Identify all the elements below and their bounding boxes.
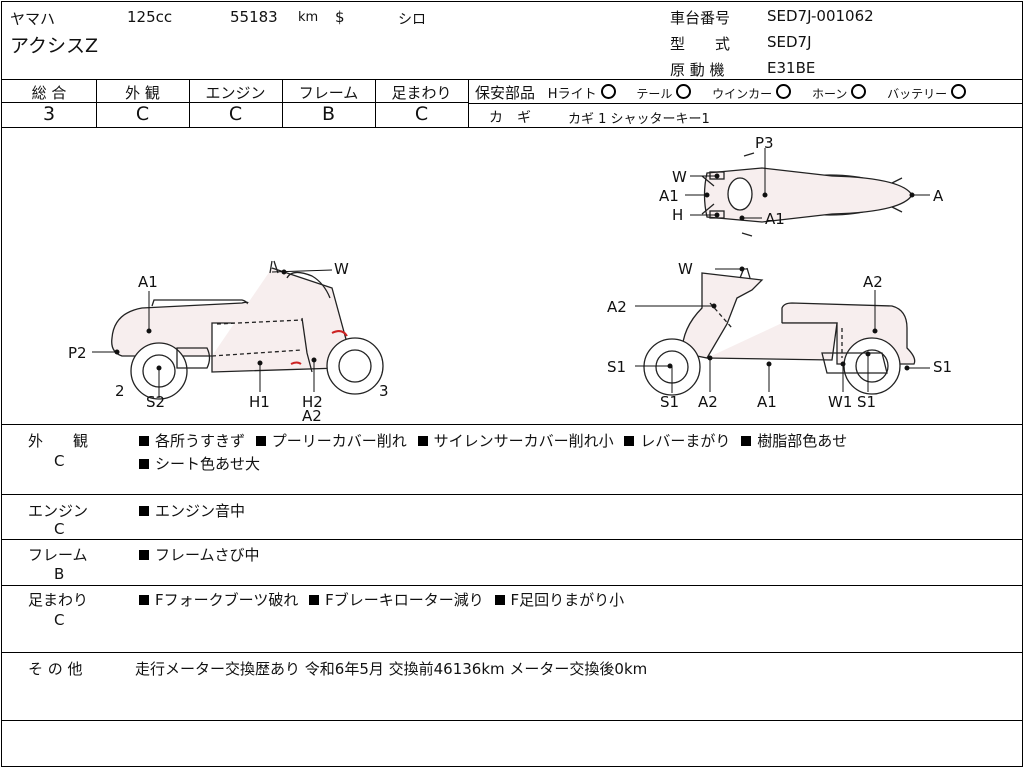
ok-circle-icon	[851, 84, 867, 99]
ok-circle-icon	[600, 84, 616, 99]
frame-no-label: 車台番号	[670, 9, 731, 27]
notes-items-engine: エンジン音中	[139, 500, 251, 521]
grade-overall: 3	[42, 103, 56, 125]
safety-parts-row: 保安部品 Hライト テール ウインカー ホーン バッテリー	[475, 82, 967, 103]
notes-category-engine: エンジン	[28, 502, 89, 520]
diagram-label: S1	[607, 358, 627, 376]
grade-header-exterior: 外 観	[125, 84, 160, 102]
displacement: 125cc	[127, 8, 173, 26]
notes-items-exterior-2: シート色あせ大	[139, 453, 266, 474]
bullet-square-icon	[139, 506, 149, 516]
diagram-label: P3	[755, 134, 774, 152]
type-value: SED7J	[767, 33, 812, 51]
grade-header-frame: フレーム	[298, 84, 359, 102]
grade-header-suspension: 足まわり	[391, 84, 452, 102]
diagram-label: W1	[828, 393, 853, 411]
diagram-label: A2	[698, 393, 718, 411]
diagram-label: S1	[933, 358, 953, 376]
bullet-square-icon	[741, 436, 752, 446]
key-label: カ ギ	[489, 110, 531, 126]
diagram-label: H	[672, 206, 684, 224]
diagram-label: H1	[249, 393, 270, 411]
model-name: アクシスZ	[10, 35, 99, 57]
diagram-label: S2	[146, 393, 166, 411]
diagram-label: A1	[757, 393, 777, 411]
diagram-label: W	[678, 260, 693, 278]
bullet-square-icon	[139, 550, 149, 560]
diagram-label: W	[672, 168, 687, 186]
grade-header-engine: エンジン	[205, 84, 266, 102]
grade-frame: B	[321, 103, 336, 125]
grade-exterior: C	[135, 103, 150, 125]
diagram-label: A1	[138, 273, 158, 291]
notes-category-suspension: 足まわり	[28, 591, 89, 609]
safety-horn: ホーン	[812, 84, 867, 101]
diagram-label: S1	[857, 393, 877, 411]
bullet-square-icon	[624, 436, 635, 446]
ok-circle-icon	[676, 84, 692, 99]
grade-suspension: C	[414, 103, 429, 125]
notes-items-frame: フレームさび中	[139, 544, 266, 565]
grade-engine: C	[228, 103, 243, 125]
notes-category-frame: フレーム	[28, 546, 88, 564]
scooter-damage-diagram	[92, 148, 930, 400]
safety-winker: ウインカー	[712, 84, 792, 101]
safety-tail: テール	[636, 84, 692, 101]
diagram-label: S1	[660, 393, 680, 411]
engine-value: E31BE	[767, 59, 816, 77]
safety-headlight: Hライト	[548, 84, 616, 102]
mileage-unit: km	[298, 10, 319, 25]
ok-circle-icon	[951, 84, 967, 99]
diagram-label: H2	[302, 393, 323, 411]
diagram-label: A	[933, 187, 944, 205]
left-side-scooter-drawing	[111, 260, 384, 400]
type-label: 型 式	[670, 35, 731, 53]
mileage: 55183	[230, 8, 278, 26]
frame-no: SED7J-001062	[767, 7, 874, 25]
diagram-label: A1	[659, 187, 679, 205]
bullet-square-icon	[494, 595, 505, 605]
diagram-label: A2	[302, 407, 322, 425]
key-value: カギ 1 シャッターキー1	[568, 112, 710, 127]
notes-items-exterior: 各所うすきず プーリーカバー削れ サイレンサーカバー削れ小 レバーまがり 樹脂部…	[139, 430, 853, 451]
bullet-square-icon	[139, 595, 149, 605]
notes-category-exterior: 外 観	[28, 432, 89, 450]
other-text: 走行メーター交換歴あり 令和6年5月 交換前46136km メーター交換後0km	[135, 660, 648, 678]
top-view-scooter-drawing	[701, 152, 913, 237]
diagram-label: P2	[68, 344, 87, 362]
diagram-label: A1	[765, 210, 785, 228]
notes-items-suspension: Fフォークブーツ破れ Fブレーキローター減り F足回りまがり小	[139, 589, 630, 610]
other-label: そ の 他	[28, 660, 83, 678]
bullet-square-icon	[417, 436, 428, 446]
currency-mark: $	[335, 8, 345, 26]
diagram-label: A2	[863, 273, 883, 291]
bullet-square-icon	[255, 436, 266, 446]
right-side-scooter-drawing	[643, 267, 916, 396]
engine-label: 原 動 機	[670, 61, 725, 79]
ok-circle-icon	[776, 84, 792, 99]
notes-grade-engine: C	[54, 520, 65, 538]
color: シロ	[398, 12, 426, 28]
diagram-label: 2	[115, 382, 125, 400]
safety-battery: バッテリー	[887, 84, 967, 101]
notes-grade-frame: B	[54, 565, 65, 583]
bullet-square-icon	[139, 459, 149, 469]
maker: ヤマハ	[10, 10, 56, 28]
grade-header-overall: 総 合	[31, 84, 67, 102]
notes-grade-suspension: C	[54, 611, 65, 629]
bullet-square-icon	[309, 595, 320, 605]
diagram-label: 3	[379, 382, 389, 400]
diagram-label: W	[334, 260, 349, 278]
diagram-label: A2	[607, 298, 627, 316]
notes-grade-exterior: C	[54, 452, 65, 470]
bullet-square-icon	[139, 436, 149, 446]
safety-label: 保安部品	[475, 84, 536, 102]
